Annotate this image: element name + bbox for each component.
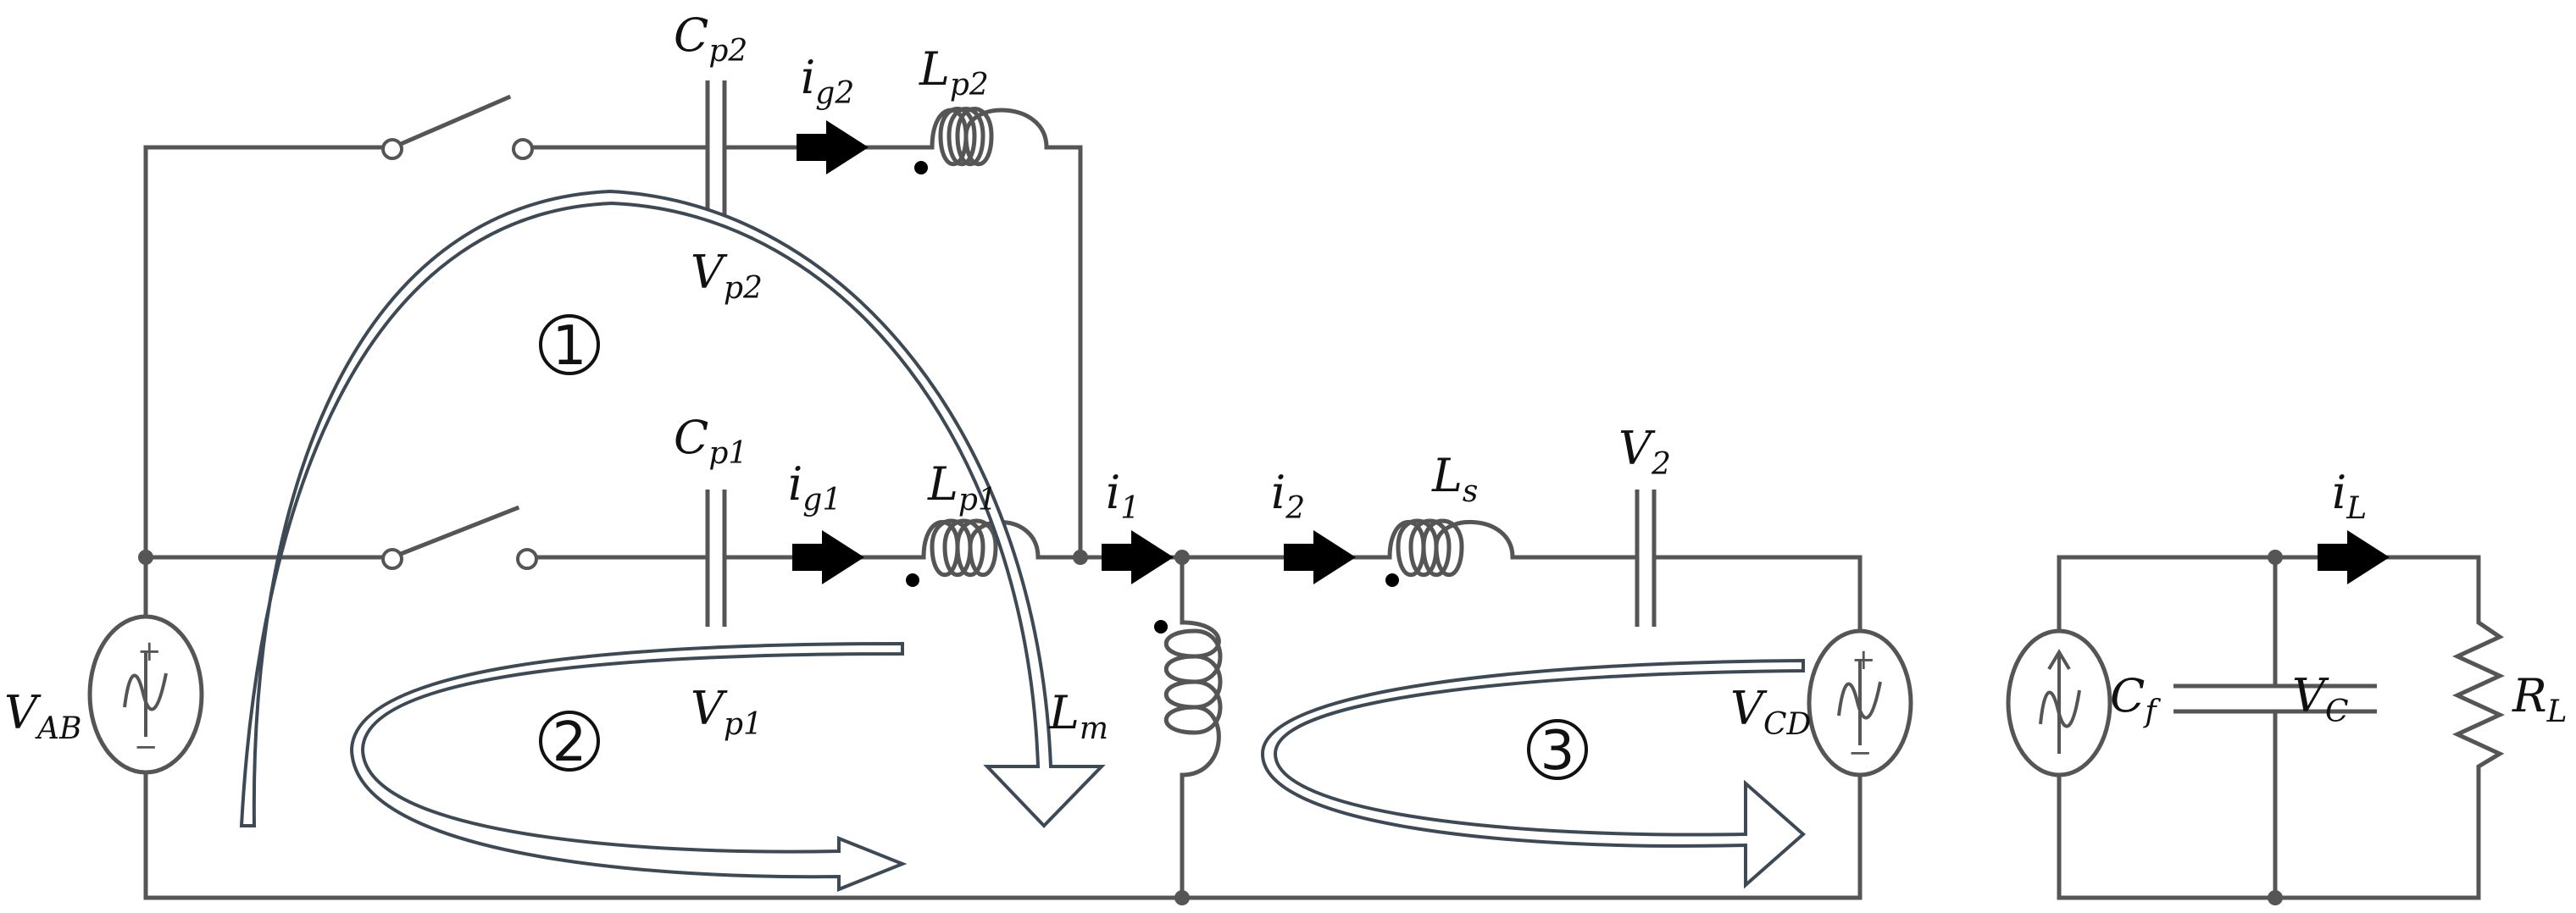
vab-minus: − <box>134 730 158 764</box>
inductor-lp2 <box>907 107 1049 166</box>
loop2-arrow <box>349 641 908 892</box>
source-vab: + − <box>87 614 204 775</box>
loop-number-1: 1 <box>539 314 600 378</box>
dot-lp2 <box>914 161 928 174</box>
current-arrows <box>792 120 2390 584</box>
label-cf: Cf <box>2110 669 2161 729</box>
loop1-arrow <box>239 189 1106 828</box>
label-ls: Ls <box>1431 449 1478 509</box>
dot-lm <box>1154 620 1168 634</box>
node-top-join <box>1073 550 1088 565</box>
wires <box>143 145 2481 900</box>
label-cp2: Cp2 <box>674 8 747 69</box>
inductor-ls <box>1373 518 1515 577</box>
label-v2: V2 <box>1618 422 1671 482</box>
capacitor-cp2 <box>705 80 727 216</box>
junction-nodes <box>138 550 2283 905</box>
vcd-minus: − <box>1848 736 1873 770</box>
arrow-i2 <box>1284 530 1356 584</box>
node-cf-top <box>2268 550 2283 565</box>
label-vab: VAB <box>4 686 81 746</box>
dot-ls <box>1385 573 1399 587</box>
resistor-rl <box>2452 611 2505 777</box>
node-lm-bottom <box>1174 890 1190 905</box>
inductor-lm <box>1164 620 1223 777</box>
vcd-plus: + <box>1852 643 1876 677</box>
label-vp1: Vp1 <box>691 682 763 742</box>
label-il: iL <box>2332 466 2367 526</box>
arrow-il <box>2318 530 2390 584</box>
label-rl: RL <box>2512 669 2568 729</box>
label-ig1: ig1 <box>788 457 841 517</box>
label-lp2: Lp2 <box>919 42 989 102</box>
polarity-dots <box>906 161 1399 634</box>
loop-number-3: 3 <box>1527 719 1588 783</box>
source-current <box>2006 628 2112 777</box>
label-cp1: Cp1 <box>674 411 747 471</box>
label-vcd: VCD <box>1730 682 1812 742</box>
label-vc: VC <box>2292 669 2349 729</box>
source-vcd: + − <box>1807 628 1913 777</box>
arrow-ig2 <box>797 120 869 174</box>
label-ig2: ig2 <box>801 51 854 111</box>
vab-plus: + <box>137 634 162 668</box>
dot-lp1 <box>906 573 919 587</box>
label-lm: Lm <box>1048 686 1108 746</box>
arrow-ig1 <box>792 530 864 584</box>
svg-text:1: 1 <box>552 315 587 378</box>
switch-top <box>381 94 534 160</box>
capacitor-v2 <box>1635 490 1657 627</box>
switch-mid <box>381 505 538 570</box>
label-vp2: Vp2 <box>691 246 763 306</box>
component-labels: Cp2 ig2 Lp2 Vp2 Cp1 ig1 Lp1 Vp1 i1 i2 Ls… <box>4 8 2568 746</box>
loop3-arrow <box>1260 658 1807 889</box>
inductor-lp1 <box>907 518 1041 577</box>
label-lp1: Lp1 <box>927 457 997 517</box>
label-i1: i1 <box>1106 466 1140 526</box>
arrow-i1 <box>1102 530 1174 584</box>
label-i2: i2 <box>1271 466 1305 526</box>
loop-number-2: 2 <box>539 711 600 774</box>
node-lm-top <box>1174 550 1190 565</box>
capacitor-cf <box>2174 683 2377 714</box>
capacitor-cp1 <box>705 490 727 627</box>
node-cf-bottom <box>2268 890 2283 905</box>
svg-text:2: 2 <box>552 711 587 774</box>
svg-text:3: 3 <box>1541 720 1575 783</box>
node-left-mid <box>138 550 153 565</box>
